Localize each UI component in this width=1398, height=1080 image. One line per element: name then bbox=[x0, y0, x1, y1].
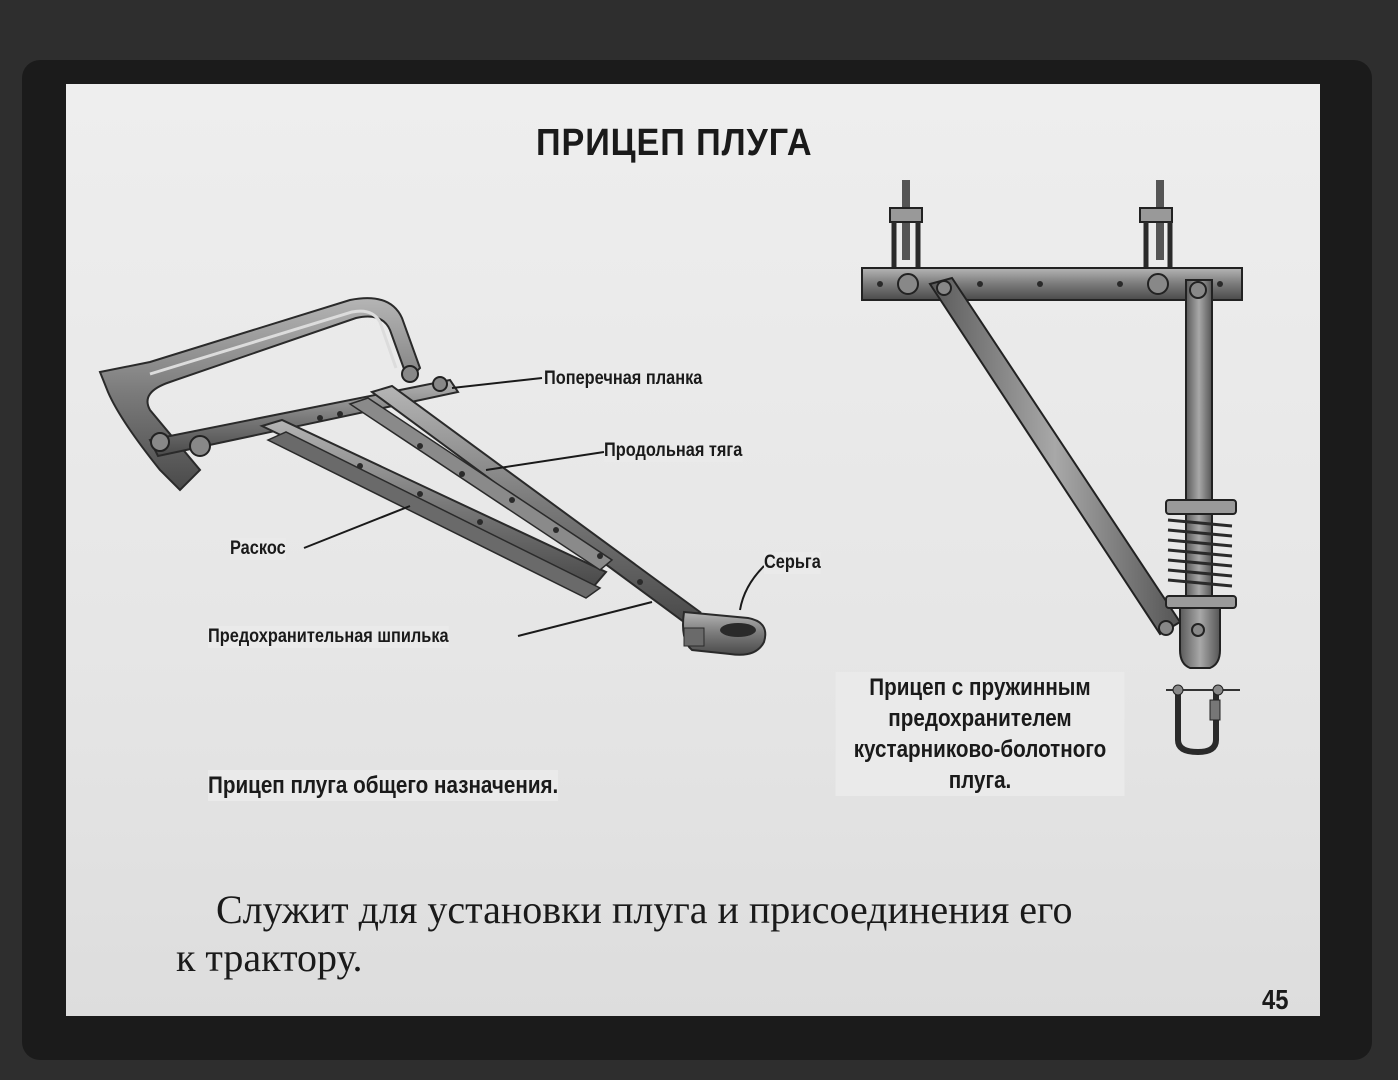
caption-spring-hitch: Прицеп с пружинным предохранителем куста… bbox=[835, 672, 1125, 796]
general-hitch-illustration bbox=[98, 297, 767, 656]
caption-spring-hitch-line: кустарниково-болотного bbox=[853, 736, 1107, 763]
caption-general-hitch: Прицеп плуга общего назначения. bbox=[208, 770, 559, 801]
caption-spring-hitch-line: предохранителем bbox=[888, 705, 1072, 732]
slide-title: ПРИЦЕП ПЛУГА bbox=[536, 122, 813, 164]
description: Служит для установки плуга и присоединен… bbox=[170, 886, 1170, 982]
caption-spring-hitch-line: Прицеп с пружинным bbox=[869, 674, 1091, 701]
label-cross-bar: Поперечная планка bbox=[544, 368, 703, 390]
label-safety-pin: Предохранительная шпилька bbox=[208, 626, 449, 648]
description-line-1: Служит для установки плуга и присоединен… bbox=[216, 887, 1073, 932]
label-shackle: Серьга bbox=[764, 552, 821, 574]
page-number: 45 bbox=[1262, 984, 1289, 1015]
description-line-2: к трактору. bbox=[176, 935, 363, 980]
label-brace: Раскос bbox=[230, 538, 286, 560]
caption-spring-hitch-line: плуга. bbox=[948, 767, 1012, 794]
label-longitudinal-rod: Продольная тяга bbox=[604, 440, 743, 462]
spring bbox=[1165, 499, 1237, 609]
spring-hitch-illustration bbox=[861, 180, 1243, 756]
